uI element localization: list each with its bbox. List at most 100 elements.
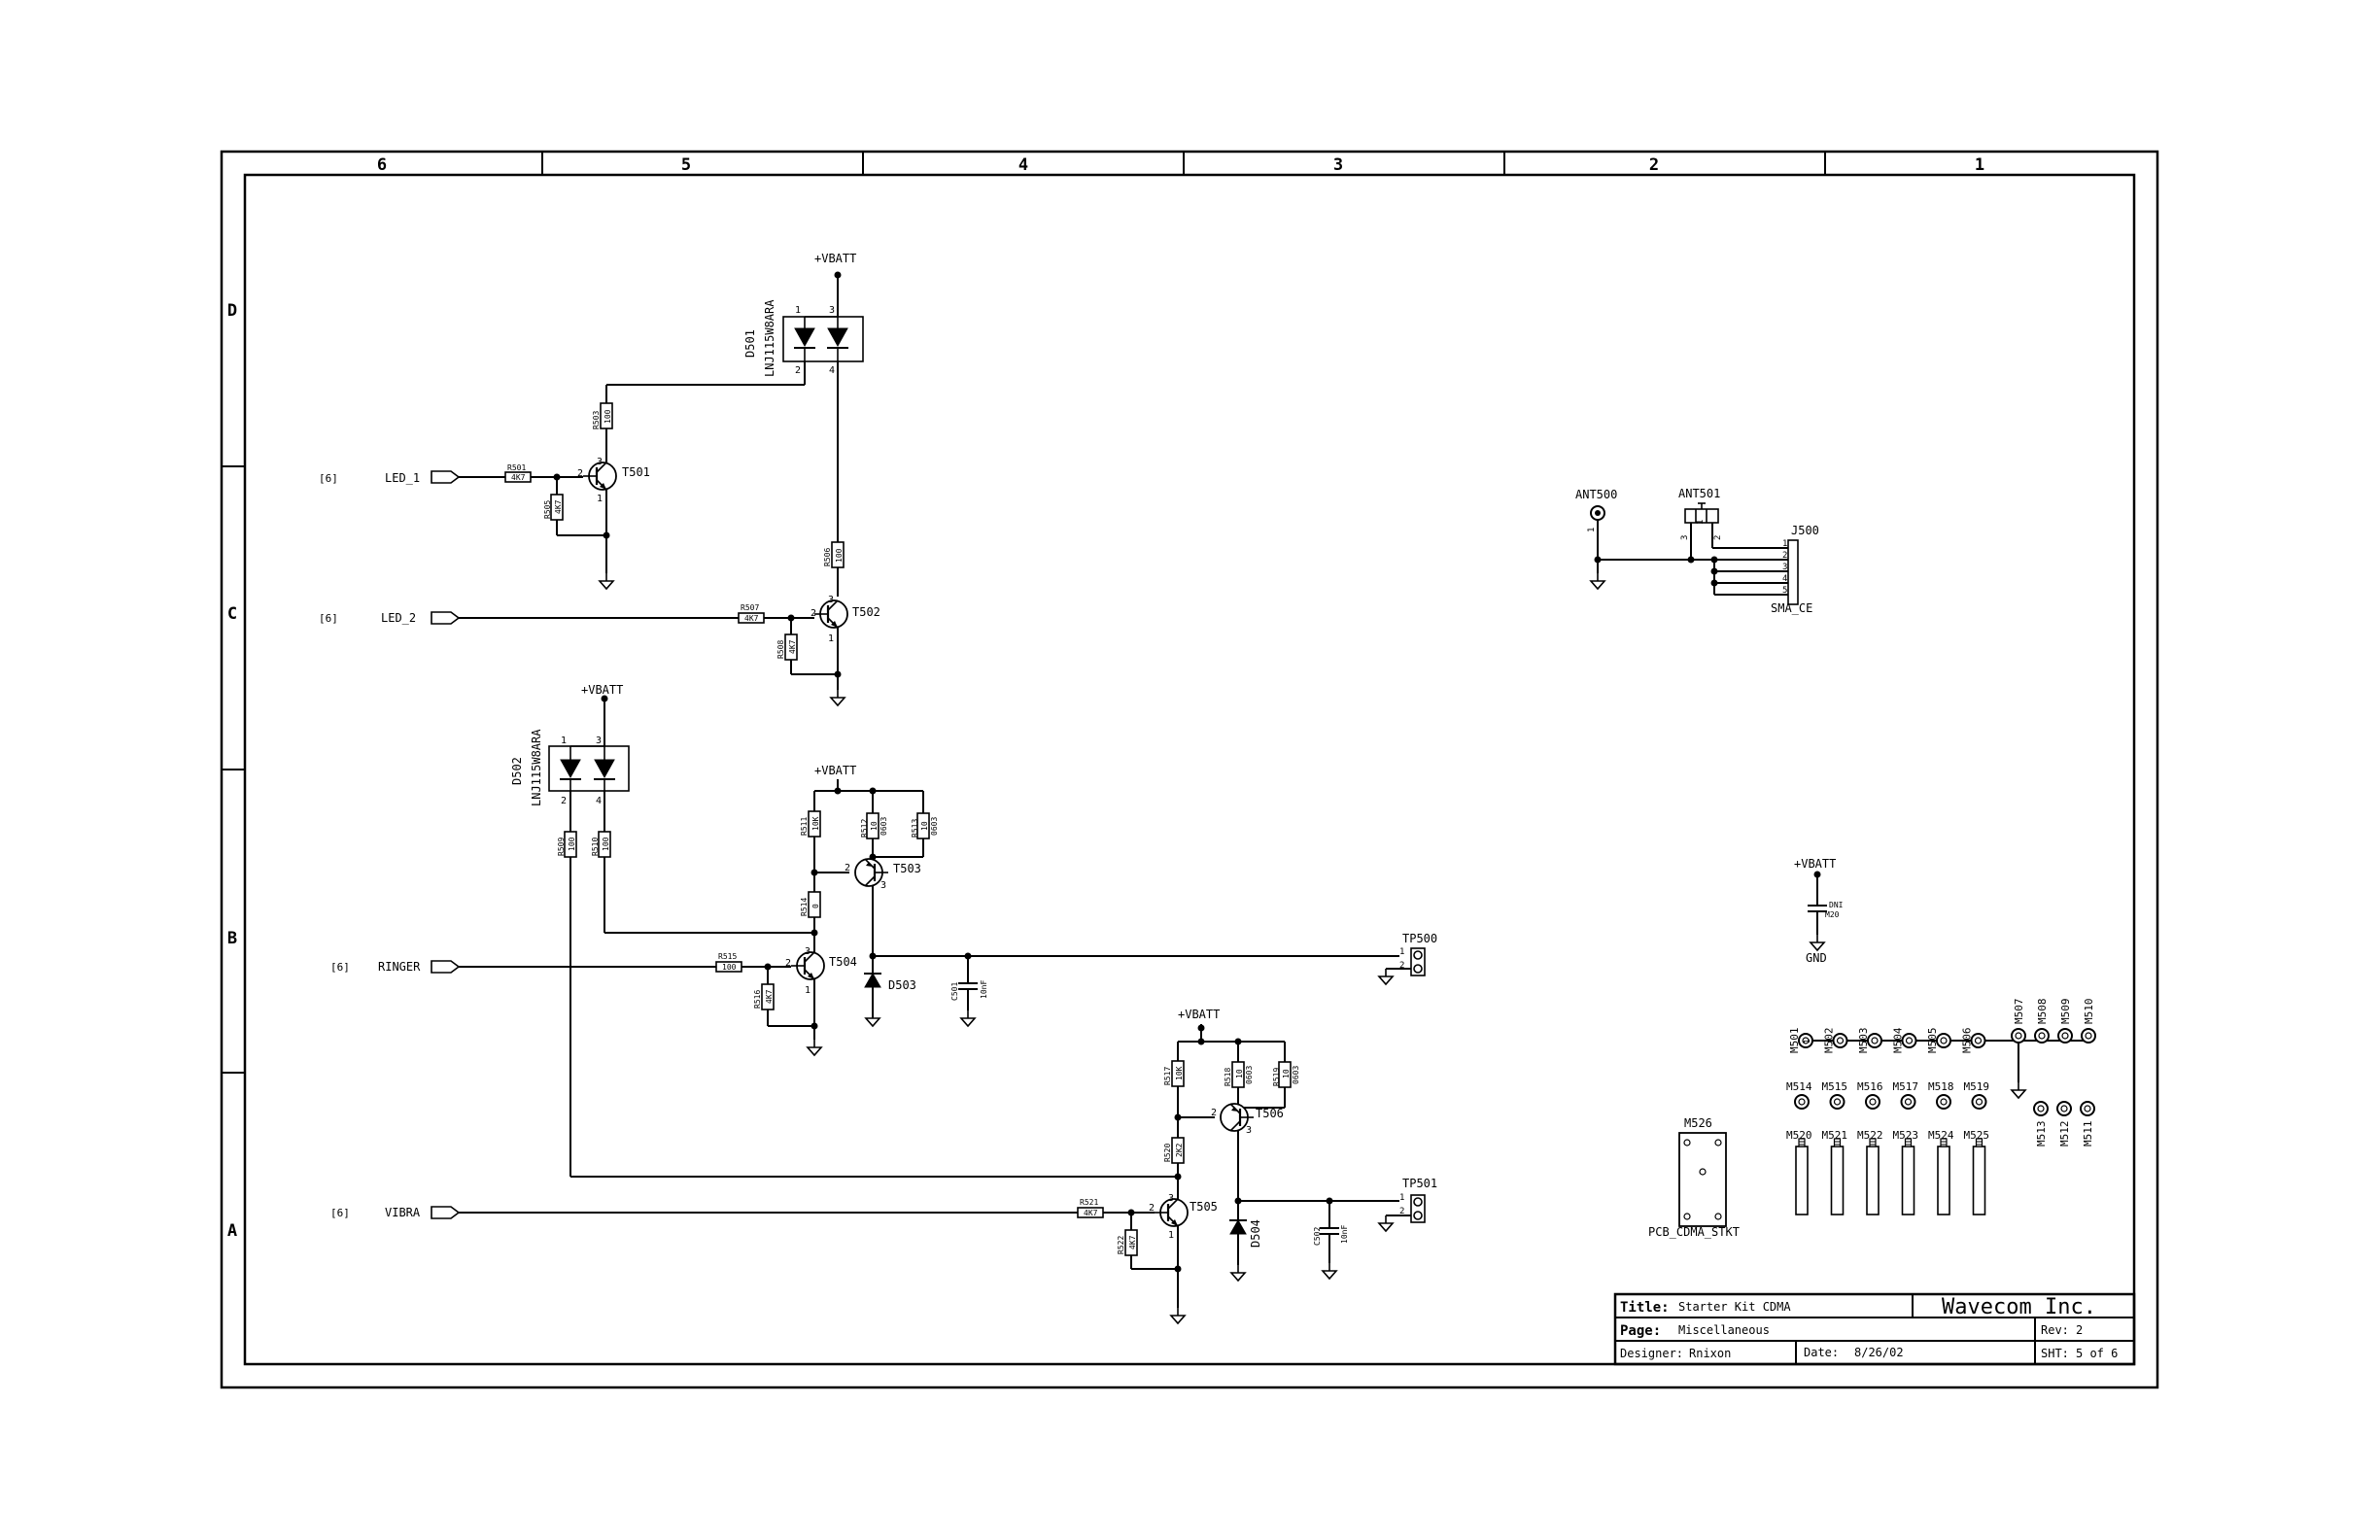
- r518-size: 0603: [1245, 1066, 1254, 1084]
- vbatt-label: +VBATT: [1794, 857, 1836, 871]
- d501-pin: 1: [795, 305, 801, 316]
- r513-ref: R513: [911, 819, 919, 838]
- mounting-standoff: M524: [1928, 1129, 1954, 1215]
- d502-body: [548, 745, 630, 792]
- t501-pin: 2: [577, 468, 583, 479]
- mounting-hole-ref: M512: [2058, 1121, 2071, 1147]
- led2-ref: [6]: [319, 612, 338, 625]
- r512-ref: R512: [860, 819, 869, 838]
- column-label: 3: [1333, 155, 1343, 175]
- tp501-pin: 2: [1399, 1207, 1404, 1216]
- t505-pin: 2: [1149, 1203, 1155, 1214]
- r513-value: 10: [920, 821, 929, 831]
- mounting-standoff: M523: [1893, 1129, 1918, 1215]
- ant501-ref: ANT501: [1678, 487, 1720, 500]
- r503-value: 100: [604, 409, 612, 424]
- t505-ref: T505: [1190, 1200, 1218, 1214]
- vbatt-label: +VBATT: [581, 683, 623, 697]
- t502-pin: 1: [828, 633, 834, 644]
- r522-ref: R522: [1117, 1236, 1125, 1254]
- mounting-standoff: M520: [1786, 1129, 1812, 1215]
- sheet-label: SHT:: [2041, 1347, 2069, 1360]
- mounting-hole-ref: M506: [1961, 1028, 1974, 1054]
- mounting-standoff: M521: [1822, 1129, 1848, 1215]
- rev-label: Rev:: [2041, 1323, 2069, 1337]
- t506-pin: 3: [1246, 1125, 1252, 1136]
- row-label: C: [227, 604, 237, 624]
- vibra-name: VIBRA: [385, 1206, 421, 1219]
- tp500-pin: 2: [1399, 961, 1404, 971]
- mounting-hole-ref: M521: [1822, 1129, 1848, 1142]
- t502-pin: 2: [811, 608, 816, 619]
- mounting-hole-ref: M511: [2082, 1121, 2094, 1147]
- page-value: Miscellaneous: [1678, 1323, 1770, 1337]
- m526-ref: M526: [1684, 1116, 1712, 1130]
- cap-dni-size: M20: [1825, 910, 1840, 919]
- row-label: B: [227, 929, 237, 948]
- t504-pin: 2: [785, 958, 791, 969]
- d503-ref: D503: [888, 978, 916, 992]
- c501-ref: C501: [950, 982, 959, 1001]
- r507-value: 4K7: [744, 614, 759, 623]
- r508-ref: R508: [776, 640, 785, 659]
- j500-pin: 5: [1782, 586, 1787, 596]
- r512-size: 0603: [880, 817, 888, 836]
- frame-column-labels: 6 5 4 3 2 1: [377, 155, 1984, 175]
- m526-value: PCB_CDMA_STKT: [1648, 1225, 1740, 1239]
- mounting-hole-ref: M522: [1857, 1129, 1883, 1142]
- t503-ref: T503: [893, 862, 921, 875]
- r519-value: 10: [1282, 1069, 1291, 1078]
- t504-pin: 3: [805, 946, 811, 957]
- column-label: 2: [1649, 155, 1659, 175]
- ant501-pin: 3: [1680, 535, 1690, 540]
- d502-pin: 4: [596, 796, 602, 806]
- mounting-hole: M505: [1926, 1028, 1951, 1053]
- designer-value: Rnixon: [1689, 1347, 1731, 1360]
- mounting-hole-ref: M501: [1788, 1028, 1801, 1054]
- mounting-hole: M518: [1928, 1080, 1954, 1110]
- t503-pin: 3: [880, 880, 886, 891]
- mounting-standoff: M525: [1964, 1129, 1989, 1215]
- d501-pin: 2: [795, 365, 801, 376]
- d502-pin: 2: [561, 796, 567, 806]
- mounting-hole-ref: M520: [1786, 1129, 1812, 1142]
- mounting-hole: M515: [1822, 1080, 1847, 1110]
- t504-ref: T504: [829, 955, 857, 969]
- gnd-label: GND: [1806, 951, 1827, 965]
- d502-pin: 1: [561, 736, 567, 746]
- mounting-hole: M511: [2080, 1101, 2095, 1147]
- dni-capacitor: +VBATT DNI M20 GND: [1794, 857, 1844, 965]
- mounting-hole-ref: M504: [1892, 1027, 1905, 1053]
- company-name: Wavecom Inc.: [1942, 1295, 2096, 1319]
- led1-ref: [6]: [319, 472, 338, 485]
- mounting-hole: M513: [2033, 1101, 2049, 1146]
- d501-pin: 3: [829, 305, 835, 316]
- vibra-ref: [6]: [330, 1207, 350, 1219]
- column-label: 1: [1975, 155, 1984, 175]
- mounting-hole: M516: [1857, 1080, 1883, 1110]
- j500-body: [1787, 539, 1799, 605]
- t502-pin: 3: [828, 595, 834, 605]
- r513-size: 0603: [930, 817, 939, 836]
- mounting-hole: M501: [1788, 1028, 1813, 1054]
- j500-pin: 3: [1782, 563, 1787, 572]
- mounting-hole-ref: M507: [2013, 999, 2025, 1025]
- t501-ref: T501: [622, 465, 650, 479]
- tp501-ref: TP501: [1402, 1177, 1437, 1190]
- mounting-standoff: M522: [1857, 1129, 1883, 1215]
- t501-pin: 3: [597, 457, 603, 467]
- mounting-hole-ref: M510: [2083, 999, 2095, 1025]
- antenna-circuit: ANT500 1 ANT501 3 1 2 J500 1 2 3 4: [1575, 487, 1819, 615]
- r512-value: 10: [870, 821, 879, 831]
- r505-ref: R505: [543, 500, 552, 519]
- mounting-hole-ref: M503: [1857, 1028, 1870, 1054]
- title-label: Title:: [1620, 1300, 1670, 1316]
- ant500-ref: ANT500: [1575, 488, 1617, 501]
- sheet-value: 5 of 6: [2076, 1347, 2118, 1360]
- c501-value: 10nF: [980, 980, 988, 999]
- row-label: A: [227, 1221, 237, 1241]
- r506-value: 100: [835, 548, 844, 563]
- t506-pin: 2: [1211, 1108, 1217, 1118]
- mounting-hole-ref: M518: [1928, 1080, 1954, 1093]
